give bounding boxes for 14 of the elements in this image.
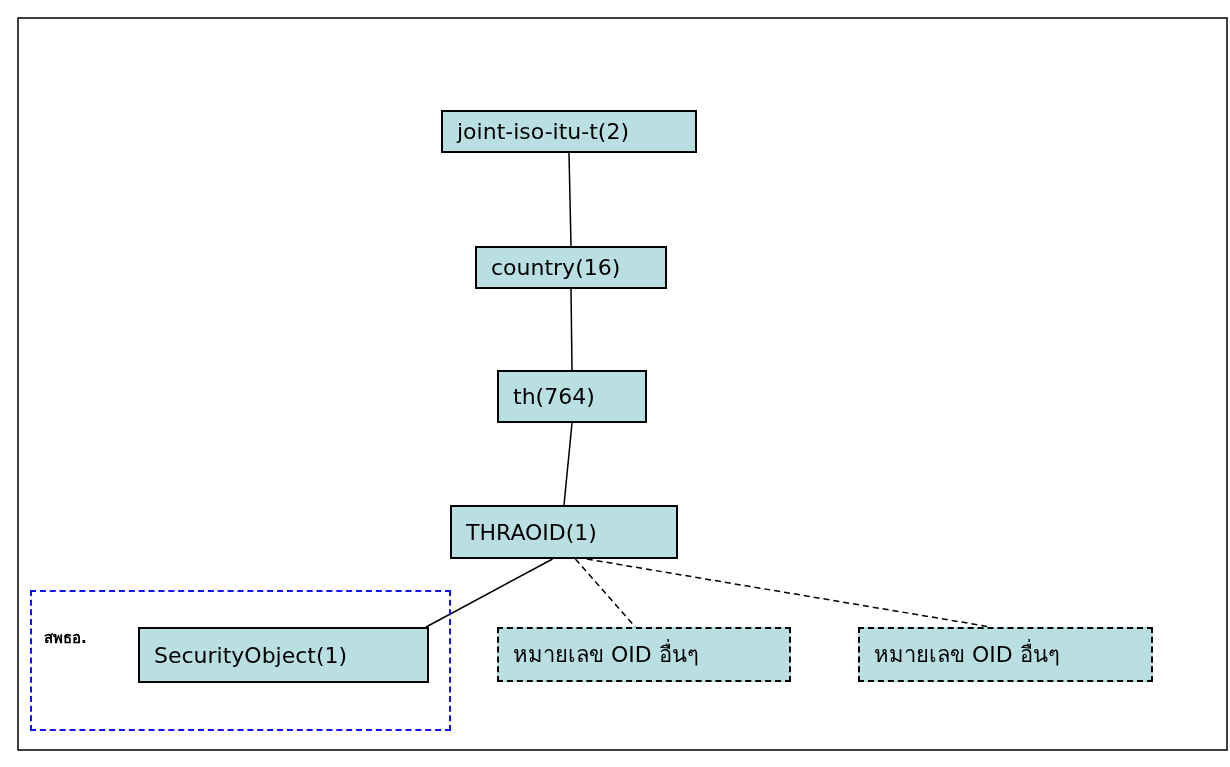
connector [570,288,573,371]
connector [563,422,573,506]
node-box: SecurityObject(1) [138,627,429,683]
connector [568,152,572,247]
node-box: country(16) [475,246,667,289]
node-box: THRAOID(1) [450,505,678,559]
group-heading: สพธอ. [44,628,87,649]
dashed-box: หมายเลข OID อื่นๆ [497,627,791,682]
node-box: th(764) [497,370,647,423]
group-frame [30,590,451,731]
node-box: joint-iso-itu-t(2) [441,110,697,153]
dashed-connector [574,558,636,628]
dashed-box: หมายเลข OID อื่นๆ [858,627,1153,682]
connector [425,558,554,628]
